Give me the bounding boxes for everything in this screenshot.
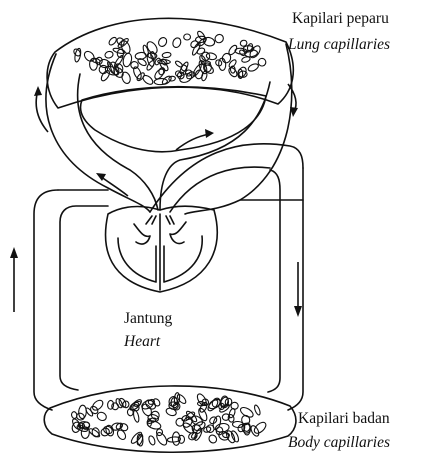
- arrowhead-aorta: [205, 129, 214, 138]
- arrowhead-lung-left: [34, 86, 42, 96]
- capillary-cell: [142, 45, 149, 57]
- capillary-cell: [113, 47, 126, 54]
- capillary-cell: [162, 52, 171, 58]
- capillary-cell: [133, 410, 140, 423]
- capillary-cell: [171, 37, 182, 49]
- heart-label-en: Heart: [124, 333, 160, 351]
- heart-valve-right: [170, 222, 186, 244]
- capillary-cell: [197, 407, 208, 422]
- heart-valve-mid-right: [166, 216, 174, 224]
- capillary-cell: [91, 398, 105, 412]
- capillary-cell: [189, 39, 199, 49]
- systemic-inner-right: [268, 170, 280, 392]
- capillary-cell: [253, 404, 261, 415]
- arrowhead-left-up: [10, 247, 18, 258]
- capillary-cell: [91, 427, 99, 437]
- capillary-cell: [148, 435, 156, 446]
- lung-capillaries-label-ms: Kapilari peparu: [292, 10, 389, 28]
- capillary-cell: [172, 432, 180, 446]
- capillary-cell: [104, 50, 114, 59]
- capillary-cell: [252, 420, 267, 435]
- capillary-cell: [107, 400, 114, 409]
- arrowhead-right-down: [294, 306, 302, 317]
- body-capillaries-label-en: Body capillaries: [288, 434, 390, 452]
- heart-label-ms: Jantung: [124, 310, 172, 328]
- capillary-cell: [207, 434, 218, 445]
- body-capillary-cells: [71, 392, 268, 446]
- capillary-cell: [155, 431, 169, 447]
- systemic-outer-right: [288, 168, 303, 410]
- capillary-cell: [133, 401, 141, 408]
- capillary-cell: [158, 67, 166, 76]
- capillary-cell: [121, 71, 132, 84]
- heart-valve-mid-left: [146, 216, 156, 224]
- pulmonary-artery-outer: [46, 54, 150, 212]
- capillary-cell: [78, 405, 86, 419]
- capillary-cell: [184, 34, 191, 40]
- heart-valve-left: [134, 224, 150, 244]
- capillary-cell: [108, 36, 118, 46]
- capillary-cell: [211, 397, 222, 409]
- capillary-cell: [141, 74, 154, 86]
- capillary-cell: [157, 36, 168, 48]
- capillary-cell: [249, 424, 260, 437]
- capillary-cell: [230, 430, 240, 443]
- lung-capillaries-label-en: Lung capillaries: [288, 36, 390, 54]
- capillary-cell: [239, 406, 255, 420]
- capillary-cell: [178, 435, 184, 443]
- capillary-cell: [196, 47, 206, 55]
- capillary-cell: [206, 52, 217, 60]
- capillary-cell: [247, 62, 259, 72]
- capillary-cell: [227, 66, 238, 78]
- capillary-cell: [146, 419, 162, 430]
- lung-capillary-cells: [73, 30, 267, 86]
- systemic-inner-loop-left: [60, 206, 108, 390]
- capillary-cell: [222, 413, 230, 420]
- systemic-outer-loop: [34, 190, 58, 410]
- capillary-cell: [100, 69, 111, 82]
- body-capillaries-label-ms: Kapilari badan: [298, 410, 390, 428]
- capillary-cell: [95, 56, 104, 65]
- capillary-cell: [83, 49, 97, 63]
- capillary-cell: [228, 59, 238, 69]
- lung-inner-lumen: [81, 87, 266, 152]
